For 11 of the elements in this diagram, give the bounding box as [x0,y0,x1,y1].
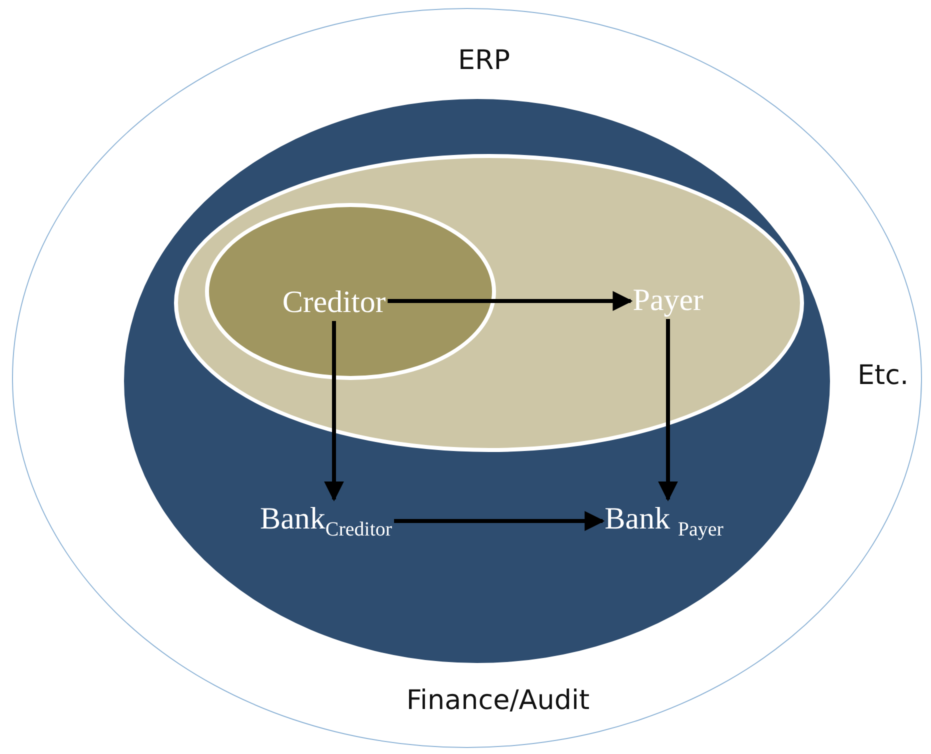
arrow [388,291,633,311]
node-label: Creditor [282,284,386,320]
node-label: Bank$_{Creditor}$ [260,501,392,541]
node-label: Bank $_{Payer}$ [604,501,724,541]
node-label: ERP [458,46,510,76]
node-label: Finance/Audit [406,686,590,716]
arrow [394,511,605,531]
arrow [324,321,344,502]
node-label: Payer [632,282,704,318]
node-label: Etc. [857,361,909,391]
arrow [658,319,678,502]
